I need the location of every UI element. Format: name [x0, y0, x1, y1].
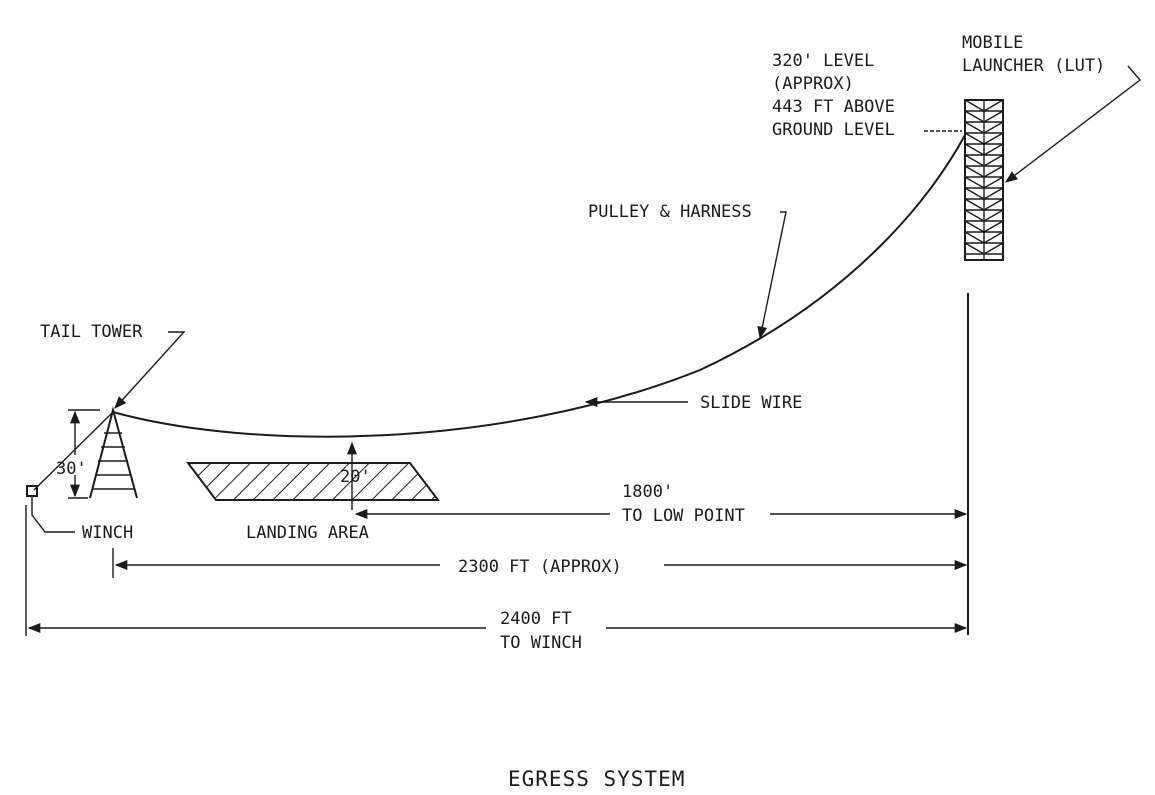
tail-tower-leader [114, 331, 186, 409]
pulley-harness-label: PULLEY & HARNESS [588, 202, 752, 222]
dim-winch-value: 2400 FT [500, 609, 572, 629]
mobile-launcher-label-line-1: MOBILE [962, 33, 1023, 53]
tower-height-dimension [68, 409, 100, 499]
dim-low-point-text: TO LOW POINT [622, 506, 745, 526]
tower-height-label: 30' [56, 459, 87, 479]
landing-area [185, 462, 441, 501]
low-point-height-label: 20' [340, 467, 371, 487]
mobile-launcher-leader [1004, 65, 1142, 183]
dim-low-point-value: 1800' [622, 482, 673, 502]
tail-tower-guy-wire [33, 411, 114, 491]
winch-box [26, 485, 38, 497]
winch-leader [31, 497, 75, 533]
level-label-line-3: 443 FT ABOVE [772, 97, 895, 117]
dim-total-label: 2300 FT (APPROX) [458, 557, 622, 577]
mobile-launcher-label-line-2: LAUNCHER (LUT) [962, 56, 1105, 76]
diagram-title: EGRESS SYSTEM [508, 767, 685, 791]
landing-area-label: LANDING AREA [246, 523, 369, 543]
level-label-line-1: 320' LEVEL [772, 51, 874, 71]
mobile-launcher-tower [964, 99, 1004, 635]
dim-winch-text: TO WINCH [500, 633, 582, 653]
level-label-line-2: (APPROX) [772, 74, 854, 94]
slide-wire [112, 134, 966, 438]
level-label-line-4: GROUND LEVEL [772, 120, 895, 140]
tail-tower [89, 406, 138, 499]
slide-wire-label: SLIDE WIRE [700, 393, 802, 413]
winch-label: WINCH [82, 523, 133, 543]
tail-tower-label: TAIL TOWER [40, 322, 143, 342]
pulley-harness-leader [757, 211, 787, 340]
